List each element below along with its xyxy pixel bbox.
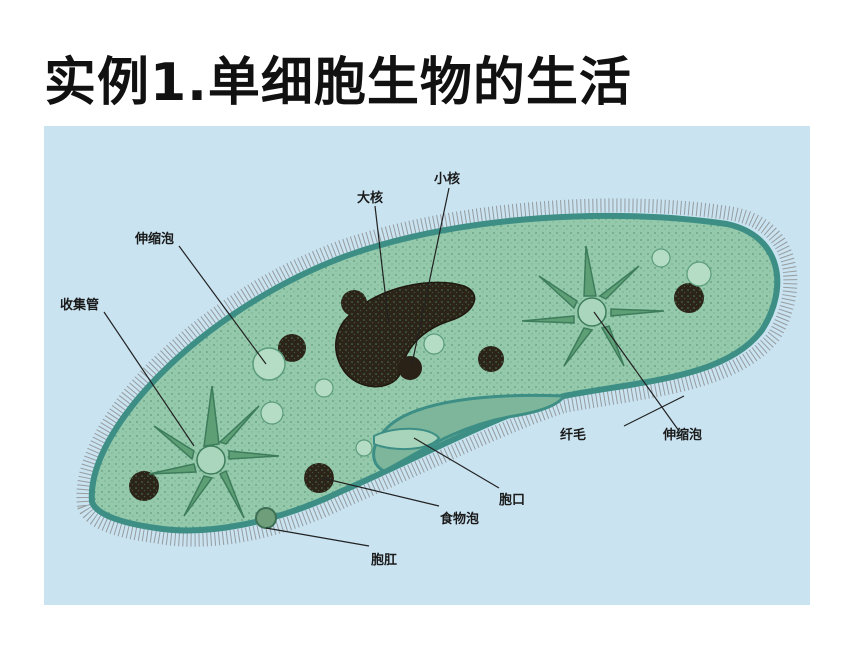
label-contractile-vacuole-left: 伸缩泡 [134, 231, 174, 247]
label-oral-groove: 胞口 [498, 492, 525, 508]
page-title: 实例1.单细胞生物的生活 [44, 53, 632, 113]
micronucleus [398, 356, 422, 380]
food-vacuole [674, 283, 704, 313]
cytostome [373, 427, 441, 451]
food-vacuole [341, 290, 367, 316]
macronucleus [335, 281, 476, 388]
label-cilia: 纤毛 [560, 427, 586, 443]
leader-lines [103, 187, 685, 547]
vacuole [260, 401, 284, 425]
contractile-vacuole-right [521, 245, 665, 367]
vacuole [252, 347, 286, 381]
vacuole [651, 248, 671, 268]
vacuole [355, 439, 373, 457]
paramecium-diagram: 大核 小核 伸缩泡 收集管 纤毛 伸缩泡 胞口 食物泡 胞肛 [44, 126, 810, 605]
food-vacuole [478, 346, 504, 372]
label-micronucleus: 小核 [434, 171, 460, 187]
label-macronucleus: 大核 [357, 190, 383, 206]
cilia-fringe [76, 198, 798, 547]
food-vacuole [304, 463, 334, 493]
contractile-vacuole-left [148, 385, 280, 519]
label-food-vacuole: 食物泡 [440, 511, 479, 527]
food-vacuole [278, 334, 306, 362]
vacuole [423, 333, 445, 355]
food-vacuole [129, 471, 159, 501]
label-anal-pore: 胞肛 [370, 552, 397, 568]
label-contractile-vacuole-right: 伸缩泡 [662, 427, 702, 443]
oral-groove [372, 393, 567, 473]
cell-body [88, 212, 781, 534]
paramecium-illustration: 大核 小核 伸缩泡 收集管 纤毛 伸缩泡 胞口 食物泡 胞肛 [60, 171, 798, 568]
vacuole [314, 378, 334, 398]
vacuole [686, 261, 712, 287]
label-collecting-canal: 收集管 [60, 297, 99, 313]
food-vacuole [255, 507, 277, 529]
